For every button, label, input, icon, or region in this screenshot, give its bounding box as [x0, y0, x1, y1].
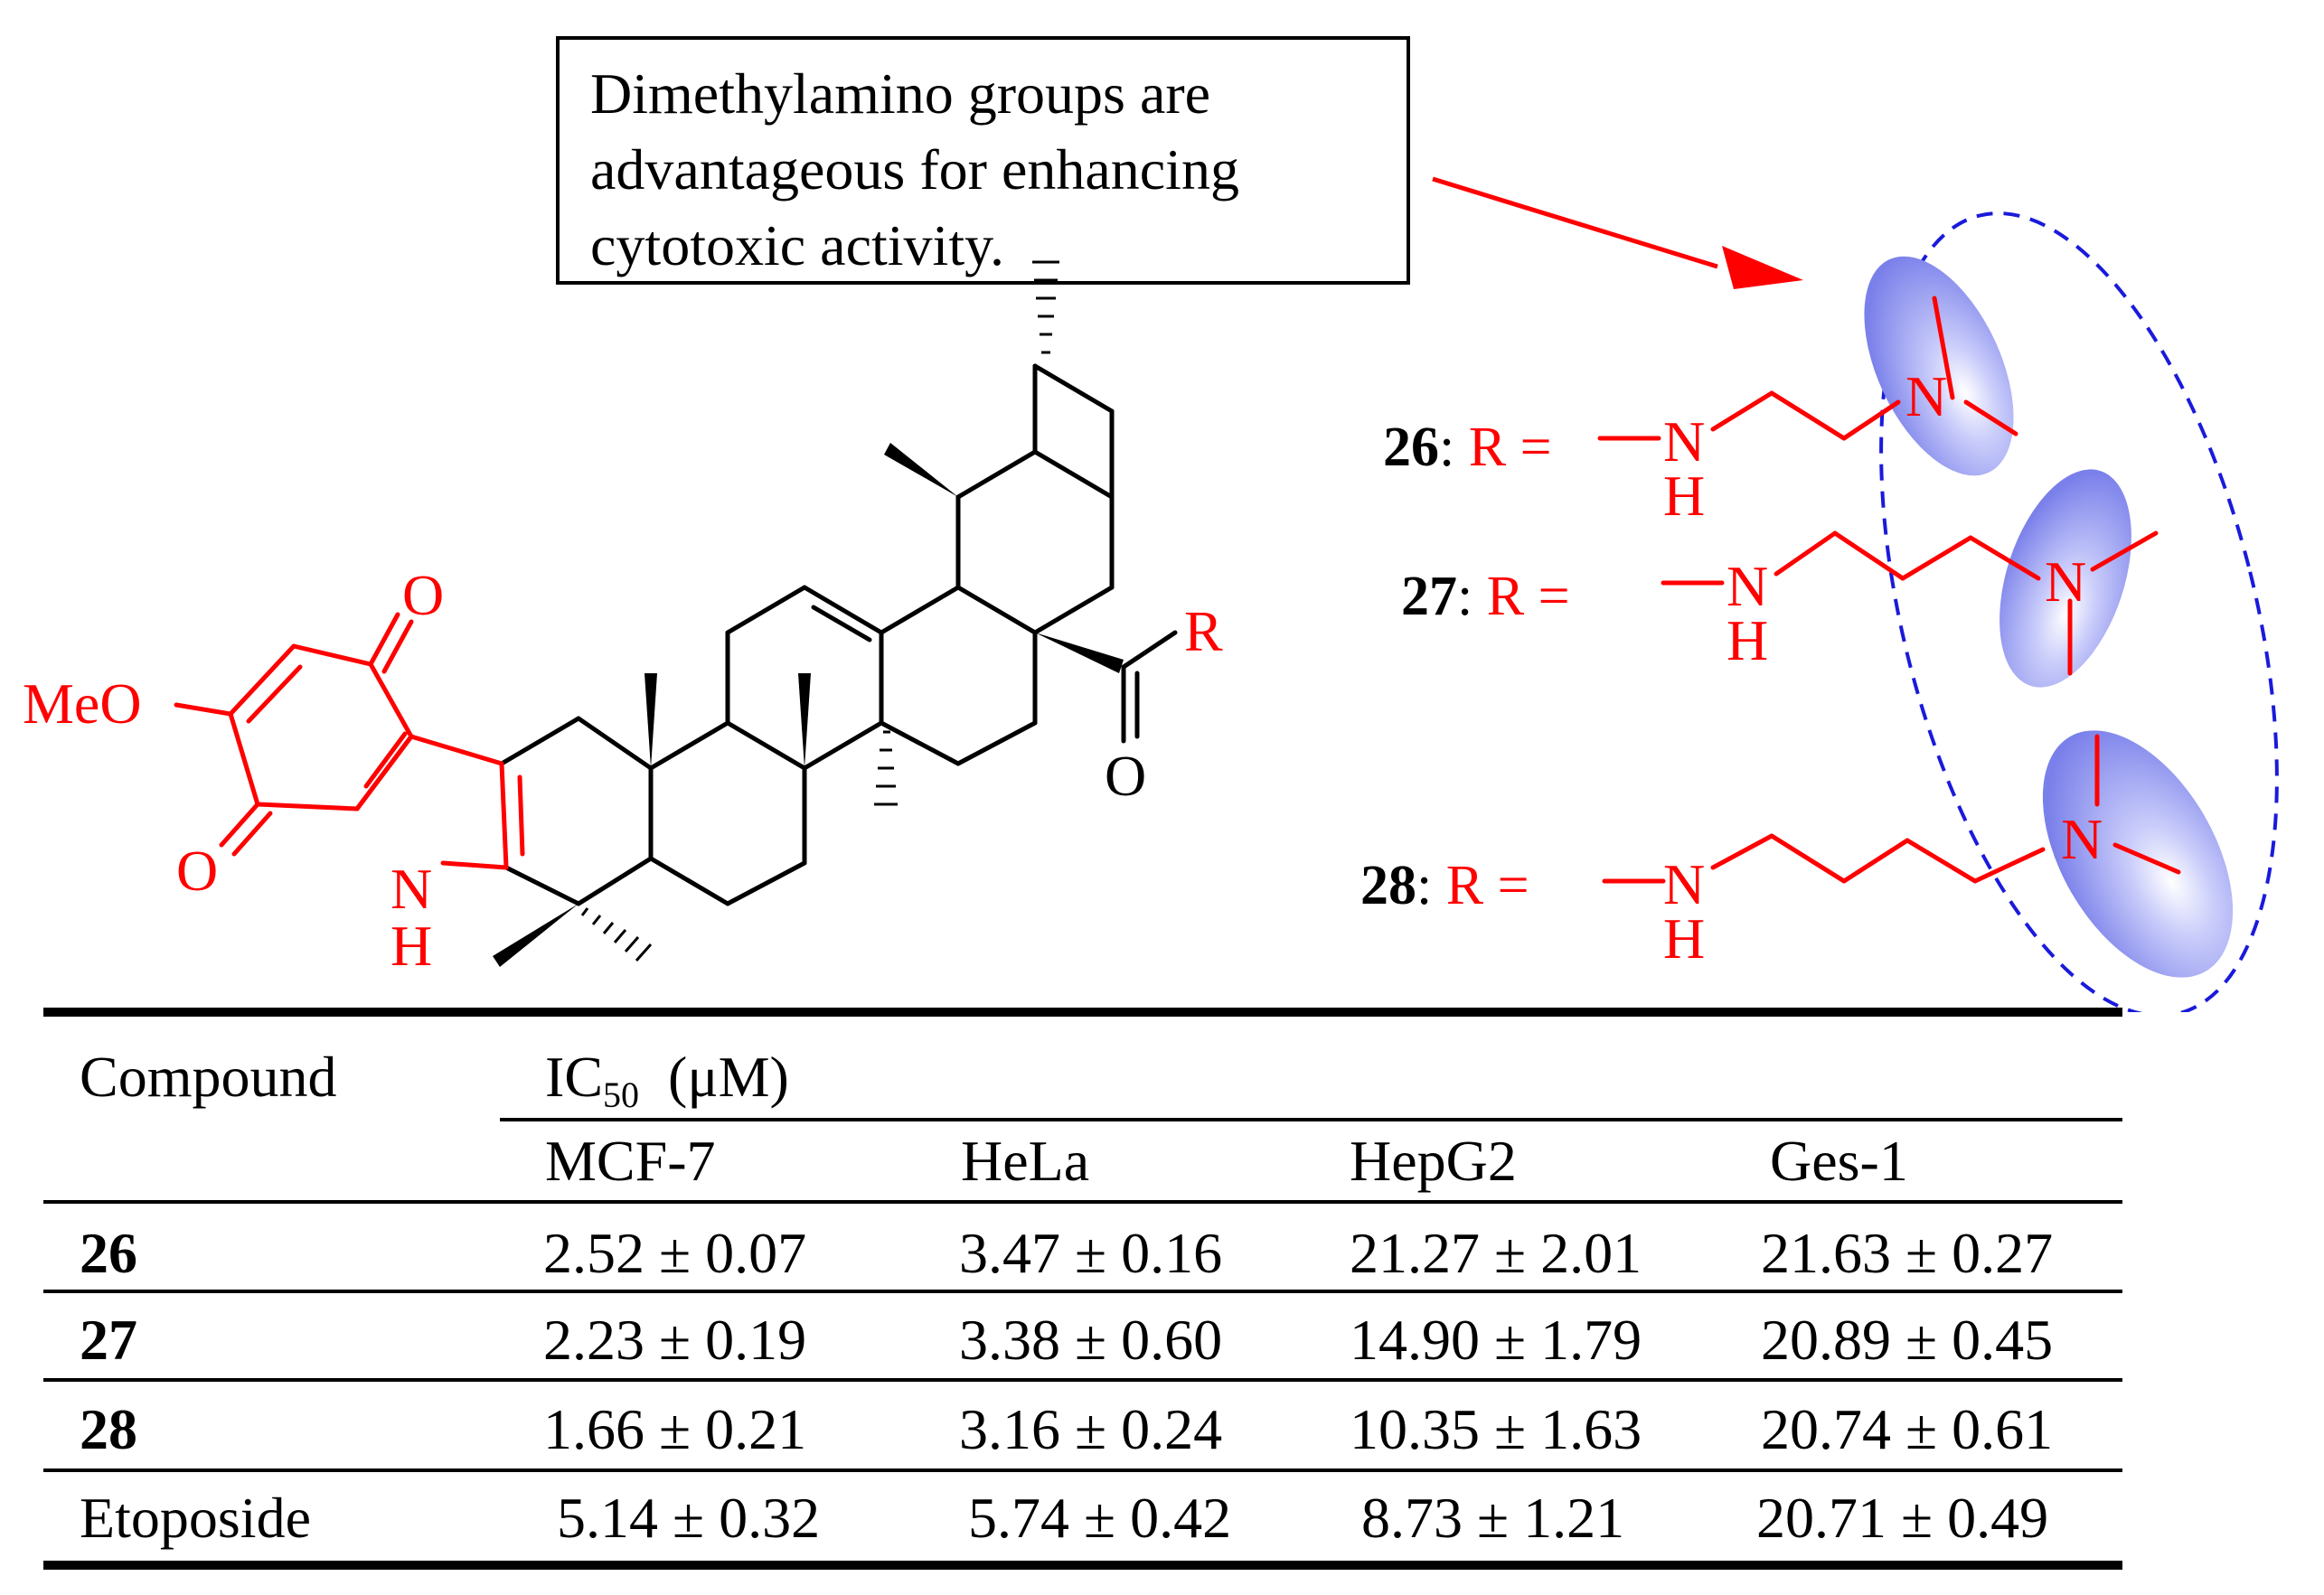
row-27-ges1: 20.89 ± 0.45	[1761, 1308, 2054, 1372]
structure-diagram: MeO O O N H R O 26: R = N H N 27: R =	[23, 176, 2279, 1012]
row-28-ges1: 20.74 ± 0.61	[1761, 1397, 2054, 1461]
label-nh-h: H	[390, 914, 432, 978]
svg-text:28: R =: 28: R =	[1360, 855, 1529, 916]
quinone-labels: MeO O O N H R	[23, 563, 1223, 978]
row-26-rule	[43, 1290, 2122, 1293]
callout-line-1: Dimethylamino groups are	[590, 61, 1211, 126]
header-ic50: IC50 (μM)	[545, 1045, 789, 1116]
row-26-hela: 3.47 ± 0.16	[959, 1221, 1223, 1285]
row-28-hela: 3.16 ± 0.24	[959, 1397, 1223, 1461]
row-28-hepg2: 10.35 ± 1.63	[1350, 1397, 1642, 1461]
row-etoposide-hela: 5.74 ± 0.42	[968, 1486, 1232, 1550]
svg-text:N: N	[1905, 364, 1947, 428]
callout-box: Dimethylamino groups are advantageous fo…	[556, 36, 1410, 285]
table-top-rule	[43, 1008, 2122, 1017]
col-hela: HeLa	[961, 1129, 1090, 1193]
callout-arrow	[1432, 176, 1803, 289]
table-bottom-rule	[43, 1561, 2122, 1570]
row-etoposide-mcf7: 5.14 ± 0.32	[557, 1486, 821, 1550]
substituent-28: 28: R = N H N	[1360, 734, 2181, 971]
svg-text:26: R =: 26: R =	[1383, 417, 1552, 478]
row-26-mcf7: 2.52 ± 0.07	[543, 1221, 807, 1285]
row-28-compound: 28	[80, 1397, 137, 1461]
svg-text:N: N	[1663, 852, 1705, 916]
dimethylamino-highlight-dashed	[1879, 211, 2279, 1012]
ic50-table: Compound IC50 (μM) MCF-7 HeLa HepG2 Ges-…	[43, 1008, 2122, 1586]
header-rule	[43, 1200, 2122, 1204]
callout-line-3: cytotoxic activity.	[590, 213, 1004, 277]
row-26-hepg2: 21.27 ± 2.01	[1350, 1221, 1642, 1285]
row-27-hepg2: 14.90 ± 1.79	[1350, 1308, 1642, 1372]
quinone-indole-bonds	[174, 612, 525, 870]
col-hepg2: HepG2	[1350, 1129, 1517, 1193]
row-etoposide-compound: Etoposide	[80, 1486, 311, 1550]
svg-text:N: N	[1663, 409, 1705, 474]
nme2-lobe-26	[1864, 256, 2014, 476]
label-carbonyl-o: O	[1105, 744, 1146, 808]
svg-text:H: H	[1663, 906, 1705, 971]
skeleton-bonds	[499, 363, 1178, 906]
ic50-underline	[500, 1118, 2122, 1121]
label-o-left: O	[176, 839, 218, 903]
col-mcf7: MCF-7	[545, 1129, 716, 1193]
row-etoposide-ges1: 20.71 ± 0.49	[1756, 1486, 2049, 1550]
svg-text:H: H	[1727, 608, 1768, 672]
row-26-ges1: 21.63 ± 0.27	[1761, 1221, 2054, 1285]
row-26-compound: 26	[80, 1221, 137, 1285]
label-nh-n: N	[390, 857, 432, 921]
label-meo: MeO	[23, 671, 142, 736]
svg-text:N: N	[2061, 807, 2103, 871]
svg-text:N: N	[2045, 549, 2086, 614]
svg-text:N: N	[1727, 554, 1768, 618]
svg-text:27: R =: 27: R =	[1401, 566, 1570, 627]
row-27-compound: 27	[80, 1308, 137, 1372]
callout-line-2: advantageous for enhancing	[590, 137, 1239, 202]
row-27-rule	[43, 1378, 2122, 1382]
substituent-27: 27: R = N H N	[1401, 530, 2159, 676]
label-o-top: O	[402, 563, 444, 627]
header-compound: Compound	[80, 1045, 337, 1109]
row-28-rule	[43, 1468, 2122, 1472]
row-etoposide-hepg2: 8.73 ± 1.21	[1361, 1486, 1625, 1550]
row-27-hela: 3.38 ± 0.60	[959, 1308, 1223, 1372]
row-27-mcf7: 2.23 ± 0.19	[543, 1308, 807, 1372]
svg-text:H: H	[1663, 464, 1705, 528]
stereo-bonds	[493, 260, 1124, 967]
nme2-lobe-27	[1999, 469, 2131, 688]
col-ges1: Ges-1	[1770, 1129, 1908, 1193]
row-28-mcf7: 1.66 ± 0.21	[543, 1397, 807, 1461]
label-r: R	[1184, 599, 1223, 663]
substituent-26: 26: R = N H N	[1383, 296, 2018, 528]
